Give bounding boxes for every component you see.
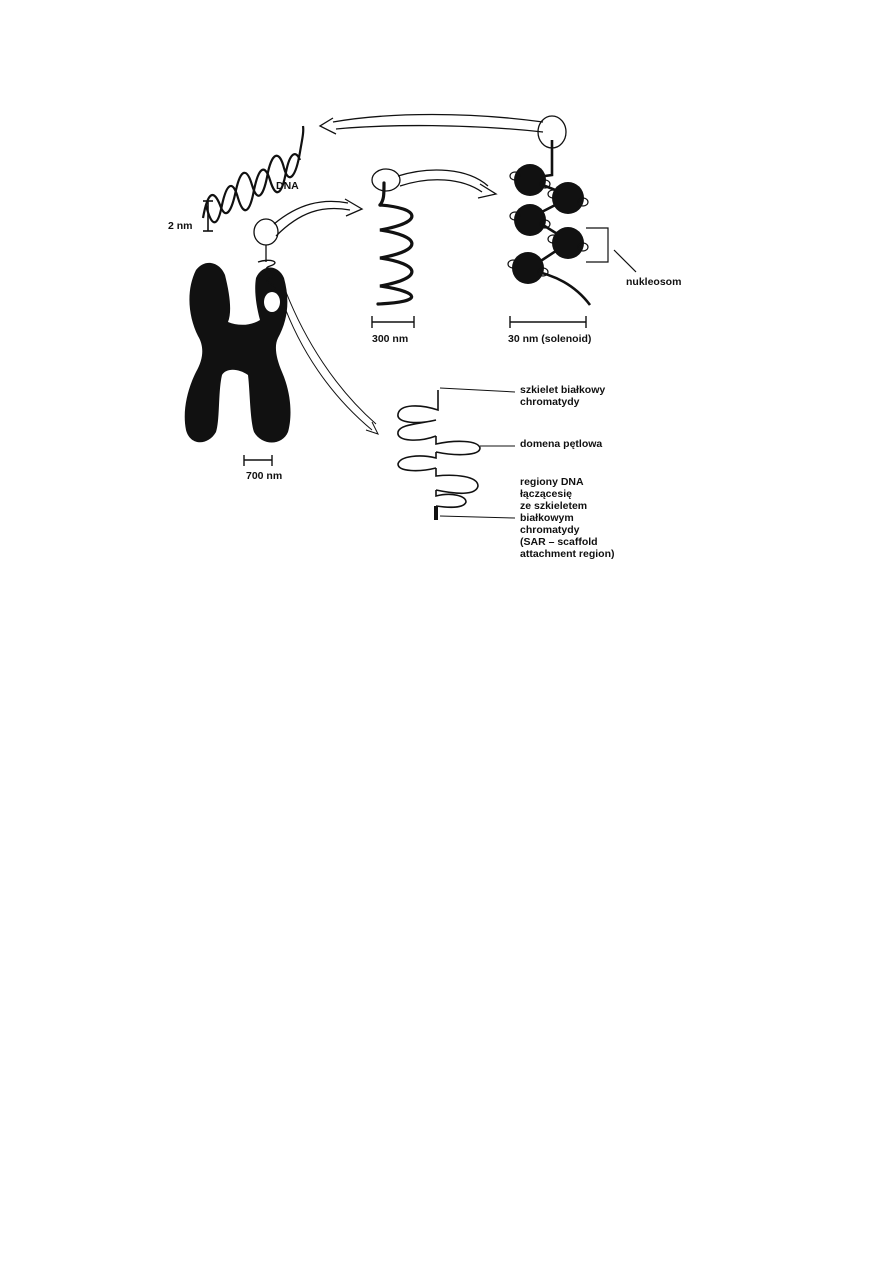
nucleosome-1 [514,164,546,196]
nucleosome-5 [512,252,544,284]
arrow-300nm-to-30nm [397,169,498,199]
label-sar-line2: łączącesię [520,488,572,500]
label-sar-line4: białkowym [520,512,574,524]
nucleosome-4 [552,227,584,259]
label-700nm: 700 nm [246,470,283,482]
chromatin-coil-on-chromosome [257,259,276,291]
scale-bar-30nm [509,316,587,328]
chromosome-shape [184,262,291,443]
label-30nm-solenoid: 30 nm (solenoid) [508,333,592,345]
label-sar-line1: regiony DNA [520,476,584,488]
leader-lines [439,387,516,519]
dna-width-bracket [203,200,213,232]
nucleosome-bracket [586,227,637,273]
chromosome-highlight [264,292,280,312]
label-sar-line3: ze szkieletem [520,500,588,512]
label-dna-width: 2 nm [168,220,193,232]
label-300nm: 300 nm [372,333,409,345]
label-nucleosome: nukleosom [626,276,682,288]
arrow-nucleosome-to-dna [318,113,544,135]
scale-bar-300nm [371,316,415,328]
label-scaffold-line1: szkielet białkowy [520,384,606,396]
label-scaffold-line2: chromatydy [520,396,580,408]
nucleosome-2 [552,182,584,214]
label-sar-line7: attachment region) [520,548,615,560]
label-loop-domain: domena pętlowa [520,438,603,450]
label-sar-line6: (SAR – scaffold [520,536,598,548]
fiber-300nm-coil [376,181,414,306]
loop-domains [397,390,481,508]
label-dna: DNA [276,180,299,192]
arrow-chromosome-to-loops [281,291,379,435]
dna-double-helix [201,125,305,224]
arrow-chromosome-to-300nm [273,198,364,237]
callout-circle-300nm [371,168,401,192]
label-sar-line5: chromatydy [520,524,580,536]
nucleosome-3 [514,204,546,236]
fiber-30nm-solenoid [507,140,592,306]
scale-bar-700nm [243,455,273,466]
